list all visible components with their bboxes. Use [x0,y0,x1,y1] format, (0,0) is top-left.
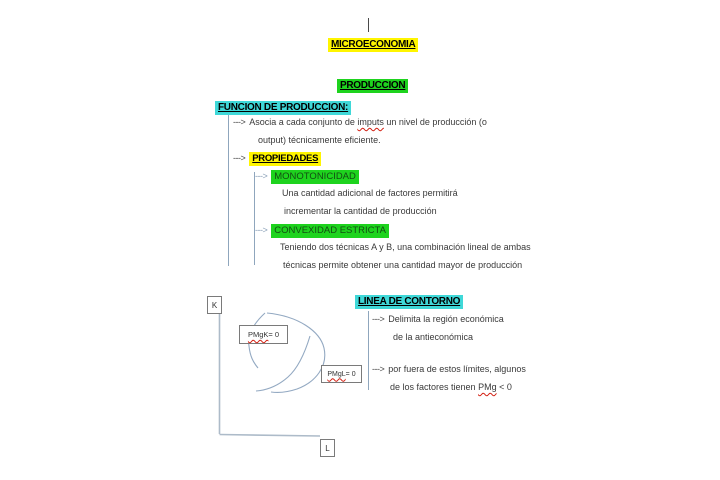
heading-convexidad-estricta: CONVEXIDAD ESTRICTA [271,224,389,238]
convexidad-text1: Teniendo dos técnicas A y B, una combina… [280,242,531,252]
bullet-monotonicidad: --->MONOTONICIDAD [255,170,359,184]
axis-label-k-box: K [207,296,222,314]
heading-monotonicidad: MONOTONICIDAD [271,170,359,184]
x-axis [219,433,321,437]
ridge-arc-left [248,312,266,369]
arrow-glyph: ---> [372,364,385,374]
title-wrap: MICROECONOMIA [328,34,419,52]
arrow-glyph: ---> [233,153,246,163]
pmgk-rest: = 0 [268,330,280,339]
arrow-glyph: ---> [255,171,268,181]
pmgk-zero-box: PMgK = 0 [239,325,288,344]
contour-bullet1-line1: --->Delimita la región económica [372,314,504,325]
asocia-text-post: un nivel de producción (o [383,117,487,127]
section-heading-produccion: PRODUCCION [337,79,409,93]
arrow-glyph: ---> [233,117,246,127]
convexidad-line2: técnicas permite obtener una cantidad ma… [283,260,522,271]
heading-funcion-de-produccion: FUNCION DE PRODUCCION: [215,101,352,115]
convexidad-text2: técnicas permite obtener una cantidad ma… [283,260,523,270]
arrow-glyph: ---> [255,225,268,235]
heading-propiedades: PROPIEDADES [249,152,322,166]
bullet-asocia-line1: --->Asocia a cada conjunto de imputs un … [233,117,487,128]
axis-label-l: L [325,443,330,453]
contour-b2-text2-post: < 0 [496,382,512,392]
pmgl-zero-box: PMgL = 0 [321,365,362,383]
monotonicidad-line2: incrementar la cantidad de producción [284,206,437,217]
bullet-asocia-line2: output) técnicamente eficiente. [258,135,381,146]
ridge-arc-cross [255,335,311,392]
text-cursor [368,18,370,32]
pmgk-term: PMgK [247,330,269,339]
contour-b2-text1: por fuera de estos límites, algunos [388,364,526,374]
pmg-term: PMg [478,382,497,392]
contour-b1-text2: de la antieconómica [393,332,474,342]
heading-linea-de-contorno: LINEA DE CONTORNO [355,295,464,309]
misspelled-word-imputs: imputs [357,117,384,127]
monotonicidad-line1: Una cantidad adicional de factores permi… [282,188,458,199]
bullet-propiedades: --->PROPIEDADES [233,152,322,166]
contour-b2-text2-pre: de los factores tienen [390,382,479,392]
monotonicidad-text1: Una cantidad adicional de factores permi… [282,188,458,198]
arrow-glyph: ---> [372,314,385,324]
contour-bullet2-line2: de los factores tienen PMg < 0 [390,382,512,393]
contour-b1-text1: Delimita la región económica [388,314,504,324]
ridge-arc-right [266,312,326,393]
funcion-heading-wrap: FUNCION DE PRODUCCION: [215,97,352,115]
contour-heading-wrap: LINEA DE CONTORNO [355,291,464,309]
convexidad-line1: Teniendo dos técnicas A y B, una combina… [280,242,531,253]
monotonicidad-text2: incrementar la cantidad de producción [284,206,437,216]
asocia-line2-text: output) técnicamente eficiente. [258,135,381,145]
bullet-convexidad: --->CONVEXIDAD ESTRICTA [255,224,389,238]
contour-bullet2-line1: --->por fuera de estos límites, algunos [372,364,526,375]
axis-label-k: K [211,300,218,310]
page-title: MICROECONOMIA [328,38,419,52]
pmgl-rest: = 0 [345,370,356,378]
section-wrap: PRODUCCION [337,75,409,93]
pmgl-term: PMgL [327,370,346,378]
asocia-text-pre: Asocia a cada conjunto de [249,117,358,127]
axis-label-l-box: L [320,439,335,457]
contour-bullet1-line2: de la antieconómica [393,332,473,343]
